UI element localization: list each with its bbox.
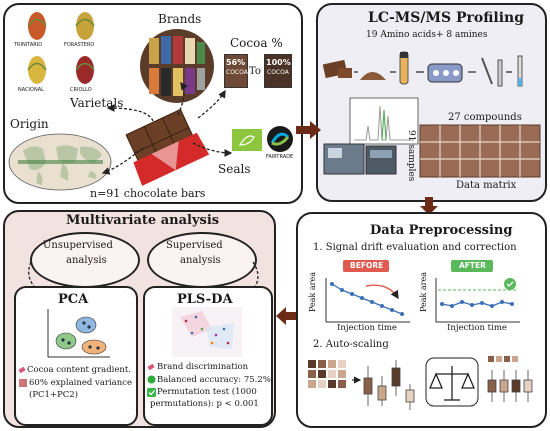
- after-drift-plot: [435, 278, 520, 323]
- cocoa-pod-icon: [27, 12, 95, 84]
- scale-icon: [19, 379, 27, 387]
- label-cocoa-percent: Cocoa %: [230, 36, 283, 50]
- label-seals: Seals: [218, 162, 251, 176]
- pin-icon-2: [147, 363, 155, 371]
- pin-icon: [18, 366, 26, 374]
- before-drift-plot: [325, 278, 410, 323]
- varietal-badges: TRINITARIO FORASTERO NACIONAL CRIOLLO: [12, 8, 112, 96]
- unsupervised-line1: Unsupervised: [43, 240, 113, 251]
- fairtrade-icon: [267, 126, 293, 152]
- pca-line3: (PC1+PC2): [29, 390, 79, 400]
- eu-organic-icon: [232, 129, 262, 151]
- varietal-trinitario: TRINITARIO: [14, 42, 43, 48]
- cocoa-100-box: 100% COCOA: [264, 54, 292, 88]
- varietal-criollo: CRIOLLO: [70, 87, 92, 93]
- pca-scores-plot: [47, 309, 110, 358]
- pca-line2: 60% explained variance: [29, 378, 132, 388]
- step1-label: 1. Signal drift evaluation and correctio…: [313, 242, 517, 253]
- data-matrix-label: Data matrix: [456, 180, 517, 191]
- cocoa-word-1: COCOA: [226, 69, 248, 76]
- cocoa-to-value: 100%: [266, 58, 291, 67]
- plsda-line4: permutations): p < 0.001: [150, 399, 259, 409]
- pca-line1: Cocoa content gradient.: [27, 365, 132, 375]
- mass-spectrometer-icon: [323, 97, 419, 175]
- cocoa-from-value: 56%: [226, 58, 246, 67]
- sample-prep-workflow: [322, 51, 523, 87]
- plsda-line3: Permutation test (1000: [157, 387, 257, 397]
- cocoa-to-label: To: [249, 66, 261, 77]
- green-dot-icon: [147, 375, 156, 384]
- fairtrade-label: FAIRTRADE: [266, 154, 294, 160]
- preprocessing-title: Data Preprocessing: [370, 223, 513, 238]
- supervised-line1: Supervised: [166, 240, 223, 251]
- plsda-line1: Brand discrimination: [157, 362, 249, 372]
- varietal-forastero: FORASTERO: [64, 42, 95, 48]
- pca-card: [14, 286, 138, 426]
- data-matrix-grid: [419, 124, 541, 178]
- before-label: BEFORE: [350, 261, 384, 270]
- before-xlabel: Injection time: [337, 323, 397, 333]
- step2-label: 2. Auto-scaling: [313, 339, 389, 350]
- oval-dashed-arrows: [28, 261, 259, 296]
- after-label: AFTER: [459, 261, 486, 270]
- lcms-analytes: 19 Amino acids+ 8 amines: [366, 30, 488, 40]
- brand-shelf-image: [140, 29, 214, 103]
- after-ylabel: Peak area: [419, 271, 428, 312]
- compound-count: 27 compounds: [448, 112, 522, 123]
- label-origin: Origin: [10, 117, 49, 131]
- cocoa-word-2: COCOA: [267, 69, 289, 76]
- plsda-line2: Balanced accuracy: 75.2%: [157, 375, 271, 385]
- chocolate-bar-icon: [125, 108, 210, 186]
- unsupervised-line2: analysis: [66, 255, 107, 266]
- auto-scaling-illustration: [308, 356, 533, 410]
- after-xlabel: Injection time: [447, 323, 507, 333]
- label-brands: Brands: [158, 12, 202, 26]
- world-map-icon: [8, 133, 112, 191]
- after-badge: AFTER: [451, 260, 493, 272]
- supervised-line2: analysis: [180, 255, 221, 266]
- sample-count: n=91 chocolate bars: [90, 187, 206, 200]
- plsda-title: PLS-DA: [177, 292, 233, 307]
- before-badge: BEFORE: [343, 260, 389, 272]
- cocoa-56-box: 56% COCOA: [224, 54, 248, 88]
- before-ylabel: Peak area: [308, 271, 317, 312]
- multivariate-title: Multivariate analysis: [66, 213, 220, 228]
- plsda-scores-plot: [172, 307, 242, 357]
- check-icon: [147, 388, 156, 397]
- dashed-arrows-top-left: [101, 81, 233, 175]
- lcms-title: LC-MS/MS Profiling: [368, 10, 525, 26]
- pca-title: PCA: [58, 292, 89, 307]
- varietal-nacional: NACIONAL: [18, 87, 44, 93]
